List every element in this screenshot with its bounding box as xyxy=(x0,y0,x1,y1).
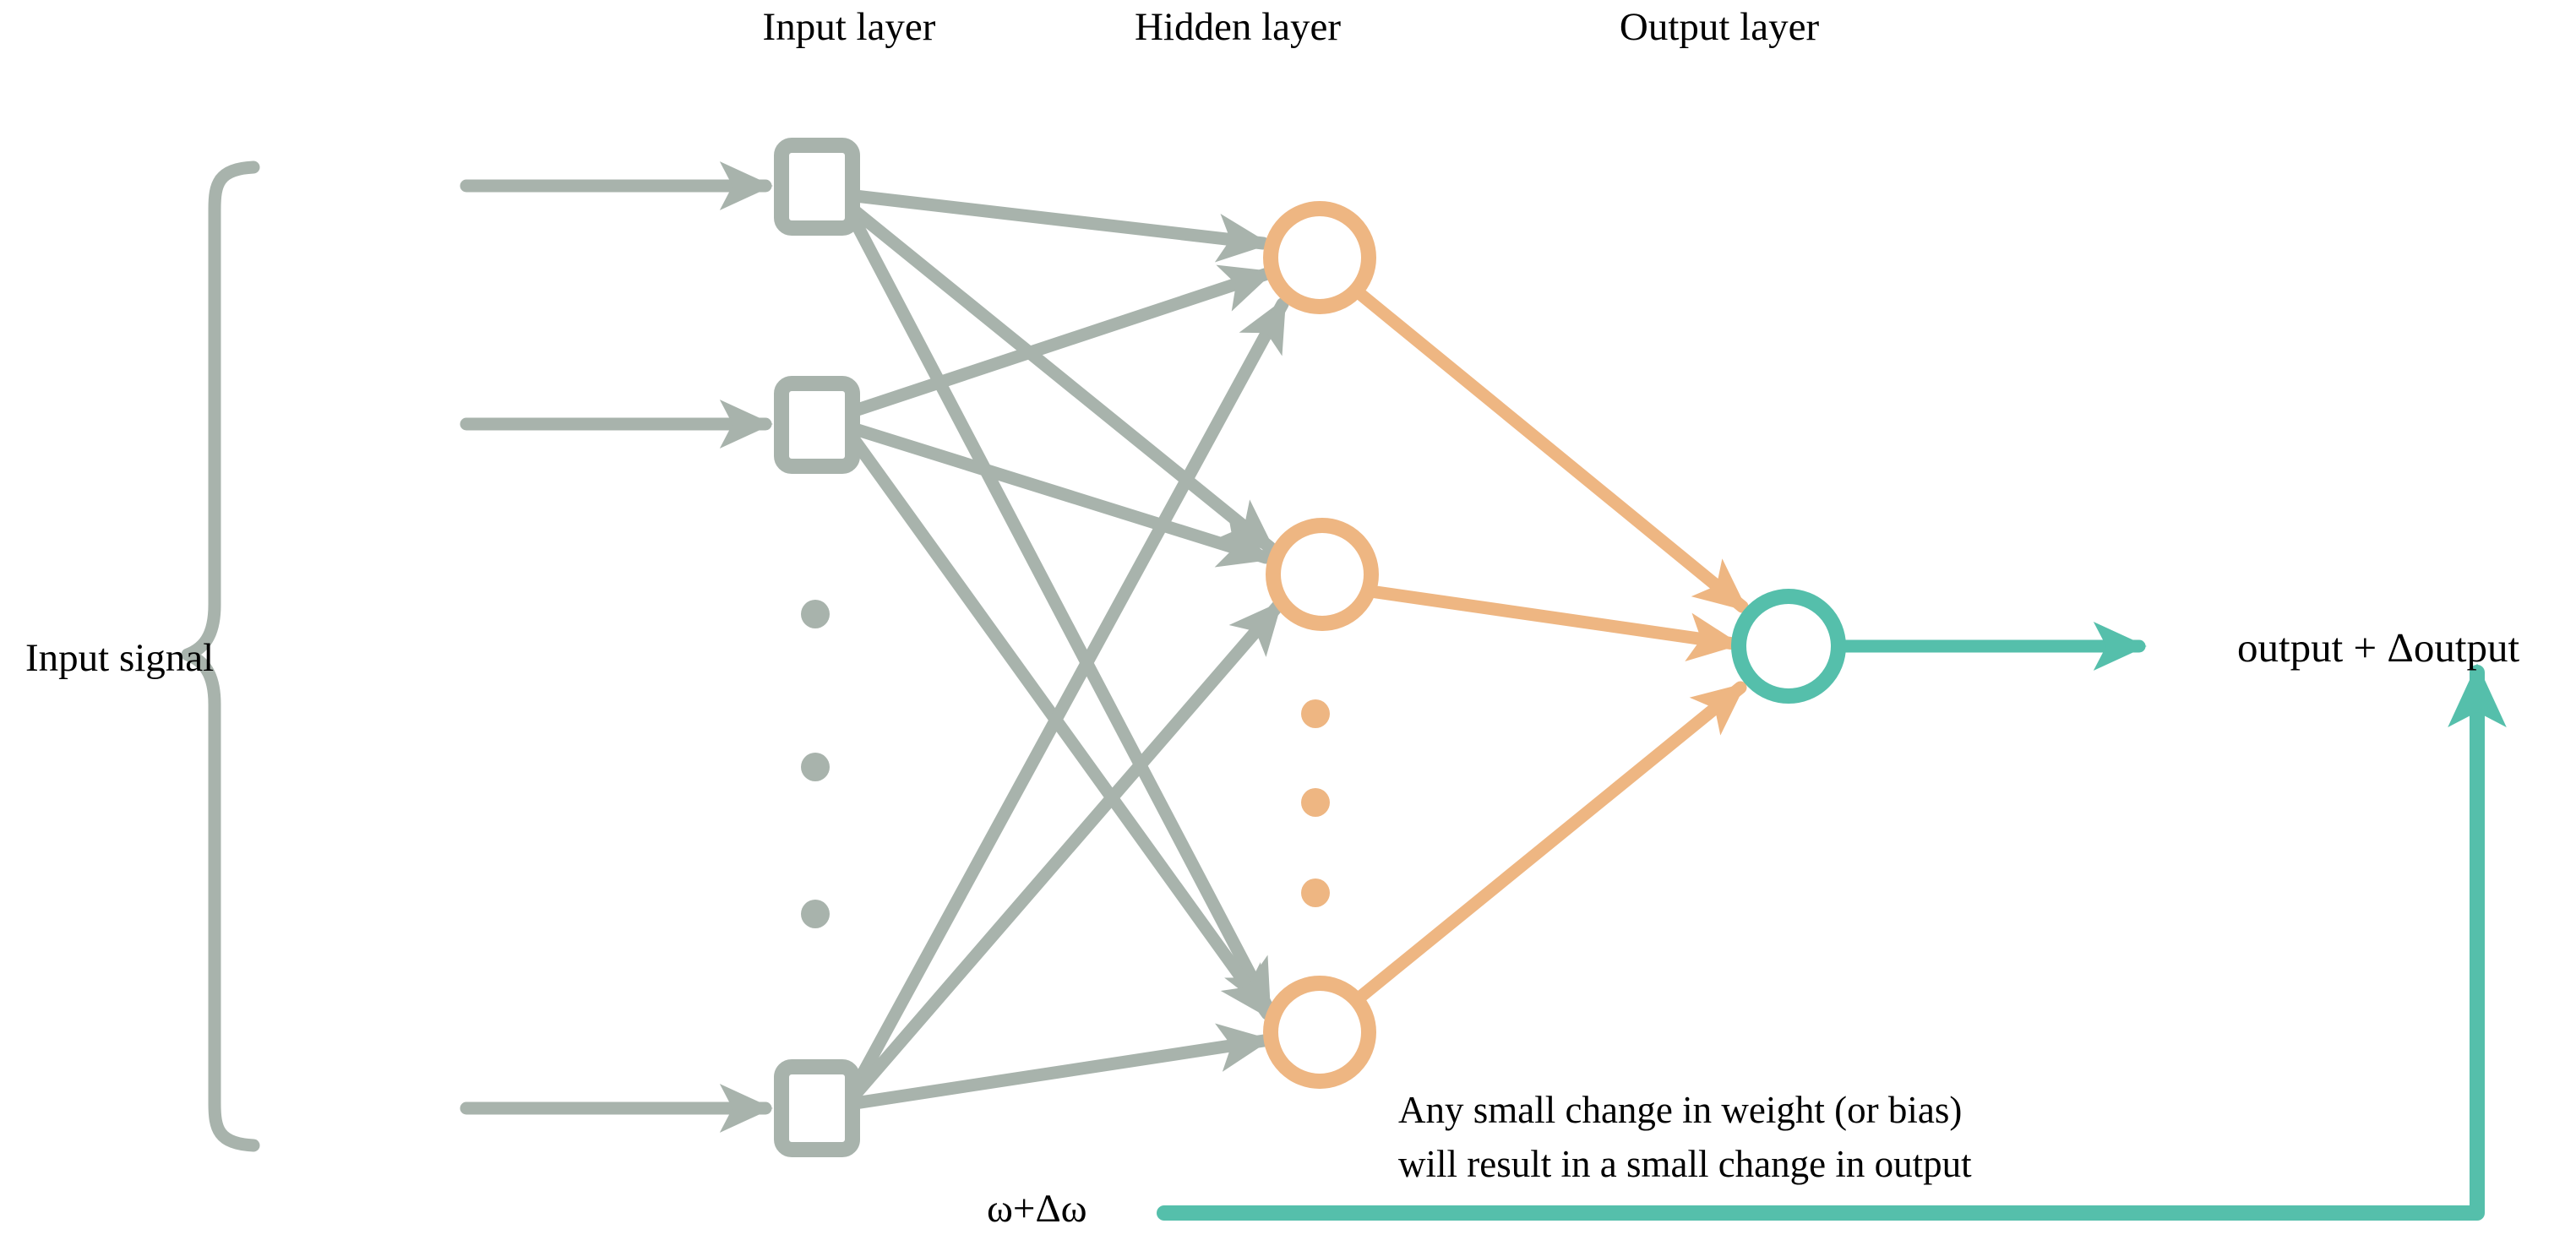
edge-h2-out xyxy=(1364,585,1741,661)
input-to-hidden-edges xyxy=(848,189,1289,1110)
title-input-layer: Input layer xyxy=(762,5,936,49)
hidden-ellipsis-dot-1 xyxy=(1301,699,1330,728)
edge-in2-h3 xyxy=(848,434,1274,1020)
title-output-layer: Output layer xyxy=(1619,5,1820,49)
title-hidden-layer: Hidden layer xyxy=(1134,5,1342,49)
edge-in3-h2 xyxy=(848,600,1284,1101)
input-ellipsis-dot-1 xyxy=(801,600,830,628)
hidden-node-1 xyxy=(1263,201,1376,314)
input-node-3 xyxy=(774,1059,860,1157)
input-feed-arrows xyxy=(460,161,773,1133)
note-line-1: Any small change in weight (or bias) xyxy=(1398,1089,1963,1131)
input-node-1 xyxy=(774,138,860,236)
weight-delta-label: ω+Δω xyxy=(987,1187,1087,1231)
note-line-2: will result in a small change in output xyxy=(1398,1143,1972,1185)
hidden-layer-nodes xyxy=(1263,201,1379,1089)
output-expression-label: output + Δoutput xyxy=(2237,624,2520,671)
hidden-ellipsis-dot-3 xyxy=(1301,878,1330,907)
edge-in3-h3 xyxy=(848,1023,1272,1110)
input-signal-brace xyxy=(181,160,260,1152)
edge-h1-out xyxy=(1353,287,1749,613)
hidden-to-output-edges xyxy=(1352,287,1749,1005)
input-ellipsis-dot-3 xyxy=(801,900,830,928)
edge-in1-h3 xyxy=(848,215,1274,1014)
hidden-node-2 xyxy=(1266,518,1379,631)
feedback-path xyxy=(1157,663,2507,1221)
edge-in3-h1 xyxy=(848,297,1289,1095)
input-node-2 xyxy=(774,376,860,474)
hidden-ellipsis-dot-2 xyxy=(1301,788,1330,817)
hidden-node-3 xyxy=(1263,976,1376,1089)
edge-in2-h1 xyxy=(848,264,1275,417)
edge-in1-h2 xyxy=(848,204,1277,554)
output-layer-nodes xyxy=(1731,589,1846,704)
edge-in1-h1 xyxy=(848,189,1271,263)
edge-in2-h2 xyxy=(848,422,1273,568)
hidden-ellipsis-dots xyxy=(1301,699,1330,907)
input-layer-nodes xyxy=(774,138,860,1157)
input-ellipsis-dot-2 xyxy=(801,753,830,781)
output-node-1 xyxy=(1731,589,1846,704)
input-signal-label: Input signal xyxy=(25,636,215,680)
input-ellipsis-dots xyxy=(801,600,830,928)
edge-h3-out xyxy=(1352,681,1747,1005)
